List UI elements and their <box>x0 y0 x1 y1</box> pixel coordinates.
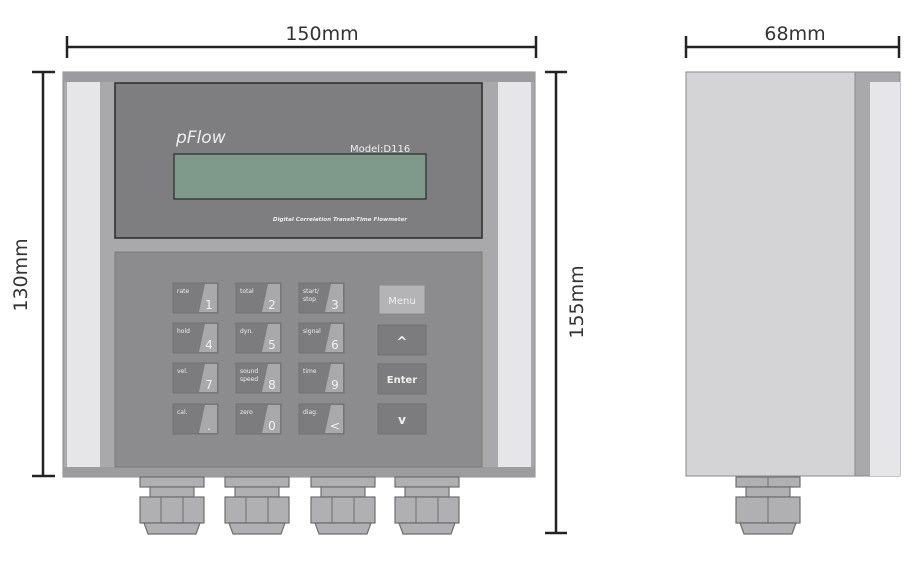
cable-gland <box>735 476 801 535</box>
key-label-2: speed <box>240 376 258 383</box>
depth-label: 68mm <box>764 23 825 45</box>
key-1[interactable]: rate 1 <box>172 282 219 314</box>
key-7[interactable]: vel. 7 <box>172 362 219 394</box>
dimension-depth: 68mm <box>684 23 901 58</box>
model-label: Model:D116 <box>350 144 410 155</box>
front-view: pFlow Model:D116 Digital Correlation Tra… <box>62 71 536 478</box>
key-label: signal <box>303 328 321 335</box>
key-number: 0 <box>268 419 276 433</box>
cable-gland <box>139 476 205 535</box>
key-label: hold <box>177 328 190 335</box>
dimension-height: 130mm <box>10 70 55 478</box>
key-number: 1 <box>205 298 213 312</box>
menu-label: Menu <box>388 296 415 307</box>
key-label: sound <box>240 368 258 375</box>
key-label: cal. <box>177 409 188 416</box>
key-2[interactable]: total 2 <box>235 282 282 314</box>
key-3[interactable]: start/stop 3 <box>298 282 345 314</box>
key-number: 3 <box>331 298 339 312</box>
key-label: zero <box>240 409 253 416</box>
key-number: 7 <box>205 378 213 392</box>
menu-button[interactable]: Menu <box>378 284 426 315</box>
enter-label: Enter <box>387 375 418 386</box>
down-arrow-icon: v <box>398 413 406 427</box>
key-4[interactable]: hold 4 <box>172 322 219 354</box>
key-label-2: stop <box>303 296 316 303</box>
side-view <box>685 71 901 477</box>
key-label: diag. <box>303 409 318 416</box>
key-0[interactable]: zero 0 <box>235 403 282 435</box>
key-number: 6 <box>331 338 339 352</box>
enter-button[interactable]: Enter <box>377 363 427 395</box>
cable-gland <box>224 476 290 535</box>
key-label: total <box>240 288 254 295</box>
width-label: 150mm <box>285 23 358 45</box>
up-arrow-icon: ^ <box>397 335 408 350</box>
down-button[interactable]: v <box>377 403 427 435</box>
side-panel <box>870 82 900 476</box>
key-5[interactable]: dyn. 5 <box>235 322 282 354</box>
cable-gland <box>310 476 376 535</box>
left-side-panel <box>67 82 100 467</box>
tagline: Digital Correlation Transit-Time Flowmet… <box>273 217 408 223</box>
total-height-label: 155mm <box>566 265 588 338</box>
right-side-panel <box>498 82 531 467</box>
brand-logo: pFlow <box>175 128 226 148</box>
key-<[interactable]: diag. < <box>298 403 345 435</box>
height-label: 130mm <box>10 238 32 311</box>
key-number: 5 <box>268 338 276 352</box>
key-number: 8 <box>268 378 276 392</box>
key-6[interactable]: signal 6 <box>298 322 345 354</box>
key-label: time <box>303 368 317 375</box>
key-label: dyn. <box>240 328 253 335</box>
dimension-total-height: 155mm <box>545 70 588 535</box>
cable-glands <box>139 476 801 535</box>
cable-gland <box>394 476 460 535</box>
lcd-screen <box>173 153 427 200</box>
key-label: rate <box>177 288 189 295</box>
key-label: vel. <box>177 368 188 375</box>
key-number: 2 <box>268 298 276 312</box>
key-label: start/ <box>303 288 320 295</box>
key-9[interactable]: time 9 <box>298 362 345 394</box>
key-number: . <box>207 419 211 433</box>
key-number: 9 <box>331 378 339 392</box>
key-number: 4 <box>205 338 213 352</box>
key-.[interactable]: cal.. <box>172 403 219 435</box>
up-button[interactable]: ^ <box>377 324 427 356</box>
key-number: < <box>330 419 340 433</box>
dimension-width: 150mm <box>65 23 538 58</box>
